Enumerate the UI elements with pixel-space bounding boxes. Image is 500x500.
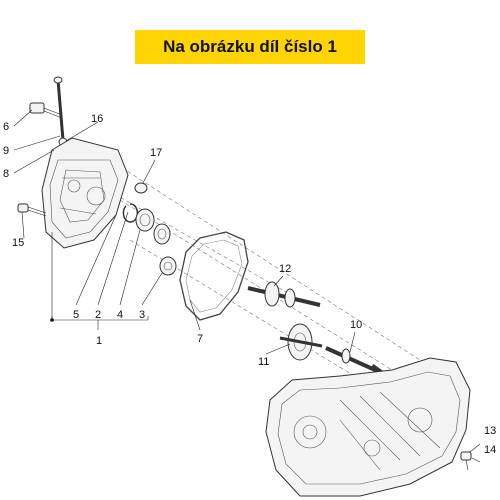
seal-ring-part [159, 256, 177, 276]
callout-4: 4 [117, 309, 123, 321]
callout-13: 13 [484, 425, 496, 437]
dipstick-part [53, 76, 68, 147]
leader-lines [13, 109, 481, 463]
callout-2: 2 [95, 309, 101, 321]
callout-12: 12 [279, 263, 291, 275]
callout-9: 9 [3, 145, 9, 157]
gasket-part [179, 231, 249, 321]
callout-1: 1 [96, 335, 102, 347]
bearing-part [135, 208, 155, 232]
bolt-part [29, 102, 63, 119]
title-banner: Na obrázku díl číslo 1 [135, 30, 365, 64]
banner-text: Na obrázku díl číslo 1 [163, 37, 337, 56]
cover-bolt-part [17, 203, 47, 217]
crankcase-housing [265, 357, 471, 497]
oil-seal-part [153, 223, 171, 245]
callout-17: 17 [150, 147, 162, 159]
large-gear-part [279, 323, 323, 361]
callout-15: 15 [12, 237, 24, 249]
callout-8: 8 [3, 168, 9, 180]
drain-bolt-part [460, 451, 472, 471]
circlip-part [122, 203, 139, 223]
callout-7: 7 [197, 333, 203, 345]
callout-16: 16 [91, 113, 103, 125]
callout-11: 11 [258, 356, 269, 368]
callout-3: 3 [139, 309, 145, 321]
callout-labels: 1 2 3 4 5 6 7 8 9 10 11 12 13 14 15 16 1… [3, 113, 496, 456]
callout-10: 10 [350, 319, 362, 331]
callout-6: 6 [3, 121, 9, 133]
transmission-cover [41, 137, 129, 249]
callout-14: 14 [484, 444, 496, 456]
callout-5: 5 [73, 309, 79, 321]
gear-shaft-part [247, 281, 321, 308]
plug-part [134, 182, 148, 194]
